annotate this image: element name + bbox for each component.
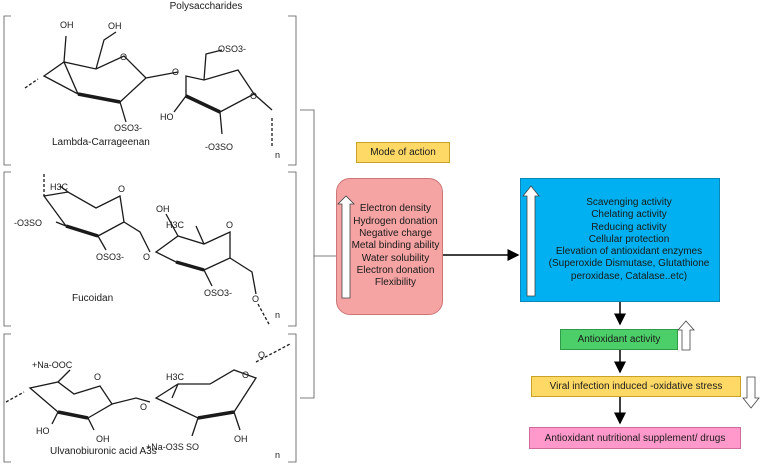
property-item: Electron donation [356, 264, 435, 276]
group-label: O [242, 370, 249, 380]
lambda-carrageenan-structure [24, 31, 273, 148]
activity-item: Elevation of antioxidant enzymes [555, 246, 703, 258]
group-label: OSO3- [218, 44, 246, 54]
property-item: Metal binding ability [351, 240, 440, 252]
group-label: OH [234, 434, 248, 444]
group-label: O [250, 91, 257, 101]
ulvan-labels: +Na-OOC O HO OH O H3C O O +Na-O3S SO OH … [32, 350, 280, 460]
up-arrow-icon [677, 320, 695, 351]
property-item: Water solubility [361, 252, 430, 264]
activities-box: Scavenging activity Chelating activity R… [520, 178, 720, 302]
activity-item: Chelating activity [591, 209, 667, 221]
activity-item: peroxidase, Catalase..etc) [570, 270, 688, 282]
group-label: OH [156, 204, 170, 214]
group-label: OH [108, 21, 122, 31]
supplement-box: Antioxidant nutritional supplement/ drug… [529, 427, 741, 449]
mode-of-action-label: Mode of action [356, 142, 450, 163]
group-label: O [94, 372, 101, 382]
activities-list: Scavenging activity Chelating activity R… [531, 197, 710, 283]
group-label: O [143, 252, 150, 262]
bracket-ulvan [3, 333, 297, 463]
group-label: HO [160, 112, 174, 122]
molecule-name-lambda: Lambda-Carrageenan [52, 137, 150, 148]
group-label: OSO3- [204, 288, 232, 298]
oxidative-stress-box: Viral infection induced -oxidative stres… [531, 376, 741, 397]
fucoidan-structure [42, 174, 271, 327]
group-label: OH [96, 434, 110, 444]
group-label: O [140, 402, 147, 412]
property-item: Flexibility [374, 277, 417, 289]
down-arrow-icon [742, 376, 760, 409]
group-label: O [258, 350, 265, 360]
group-label: HO [36, 426, 50, 436]
group-label: O [118, 184, 125, 194]
group-label: O [120, 52, 127, 62]
repeat-n: n [275, 450, 280, 460]
property-item: Hydrogen donation [353, 215, 438, 227]
grouping-brace [300, 109, 336, 399]
group-label: +Na-O3S [146, 442, 184, 452]
figure-title: Polysaccharides [169, 1, 243, 12]
bracket-fucoidan [3, 171, 297, 327]
bracket-lambda [3, 15, 297, 166]
group-label: H3C [166, 372, 185, 382]
fucoidan-labels: H3C -O3SO O OSO3- OH H3C O O OSO3- O n [14, 182, 280, 320]
property-item: Negative charge [359, 228, 432, 240]
properties-list: Electron density Hydrogen donation Negat… [340, 203, 440, 289]
group-label: -O3SO [14, 218, 42, 228]
activity-item: Reducing activity [591, 221, 667, 233]
lambda-labels: OH OH OSO3- O O OSO3- HO O -O3SO n [60, 20, 280, 160]
activity-item: (Superoxide Dismutase, Glutathione [548, 258, 710, 270]
group-label: OSO3- [96, 252, 124, 262]
group-label: H3C [50, 182, 69, 192]
activity-item: Cellular protection [588, 233, 670, 245]
group-label: O [252, 294, 259, 304]
group-label: O [172, 67, 179, 77]
molecule-name-ulvan: Ulvanobiuronic acid A3s [50, 446, 157, 457]
group-label: O [226, 220, 233, 230]
property-item: Electron density [359, 203, 432, 215]
group-label: -O3SO [205, 142, 233, 152]
repeat-n: n [275, 310, 280, 320]
group-label: SO [186, 442, 199, 452]
activity-item: Scavenging activity [586, 196, 672, 208]
repeat-n: n [275, 150, 280, 160]
group-label: H3C [166, 220, 185, 230]
antioxidant-activity-box: Antioxidant activity [560, 329, 678, 350]
properties-box: Electron density Hydrogen donation Negat… [336, 178, 443, 315]
group-label: OH [60, 20, 74, 30]
ulvan-structure [5, 343, 291, 437]
molecule-name-fucoidan: Fucoidan [72, 293, 114, 304]
group-label: OSO3- [114, 123, 142, 133]
group-label: +Na-OOC [32, 360, 73, 370]
